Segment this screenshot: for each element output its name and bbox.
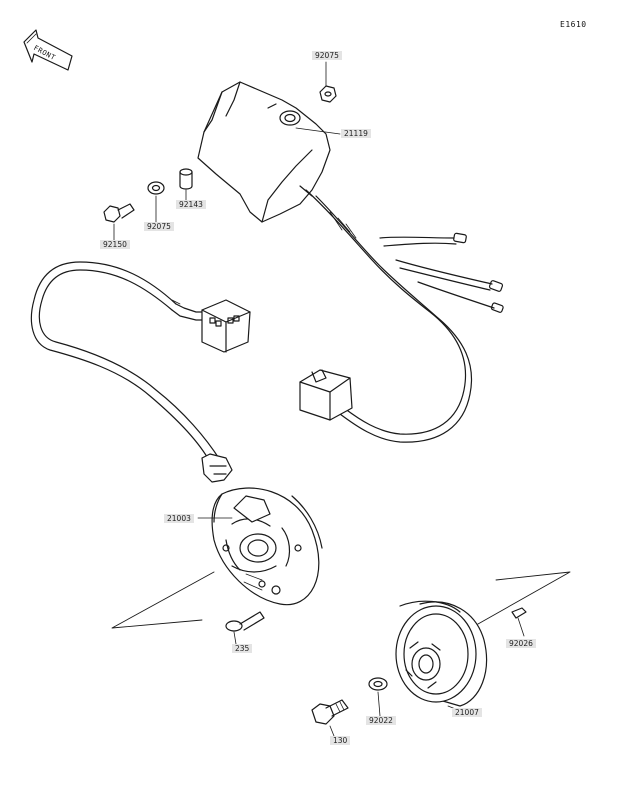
part-label-92150[interactable]: 92150	[100, 240, 130, 249]
part-label-21007[interactable]: 21007	[452, 708, 482, 717]
bolt-130	[311, 699, 349, 725]
washer-92022	[368, 677, 388, 691]
bolt-92150	[103, 203, 135, 223]
washer-92075	[147, 181, 165, 195]
leader-lines	[113, 61, 525, 737]
front-arrow-icon	[23, 29, 73, 71]
part-label-92022[interactable]: 92022	[366, 716, 396, 725]
stator-connector	[201, 299, 251, 353]
part-label-92026[interactable]: 92026	[506, 639, 536, 648]
nut-92075	[319, 85, 337, 103]
part-label-92143[interactable]: 92143	[176, 200, 206, 209]
cdi-connector	[299, 369, 353, 421]
stator-assembly	[211, 487, 323, 606]
flywheel-21007	[395, 600, 488, 707]
reference-lines	[111, 571, 571, 629]
cdi-unit	[197, 81, 331, 223]
cdi-harness	[305, 189, 504, 443]
part-label-92075[interactable]: 92075	[312, 51, 342, 60]
part-label-130[interactable]: 130	[330, 736, 351, 745]
stator-harness	[30, 261, 221, 463]
screw-235	[225, 611, 265, 632]
part-label-21119[interactable]: 21119	[341, 129, 371, 138]
part-label-92075-washer[interactable]: 92075	[144, 222, 174, 231]
part-label-235[interactable]: 235	[232, 644, 253, 653]
harness-grommet	[201, 453, 233, 483]
diagram-code: E1610	[560, 20, 587, 29]
collar-92143	[179, 168, 193, 190]
part-label-21003[interactable]: 21003	[164, 514, 194, 523]
key-92026	[511, 607, 527, 619]
